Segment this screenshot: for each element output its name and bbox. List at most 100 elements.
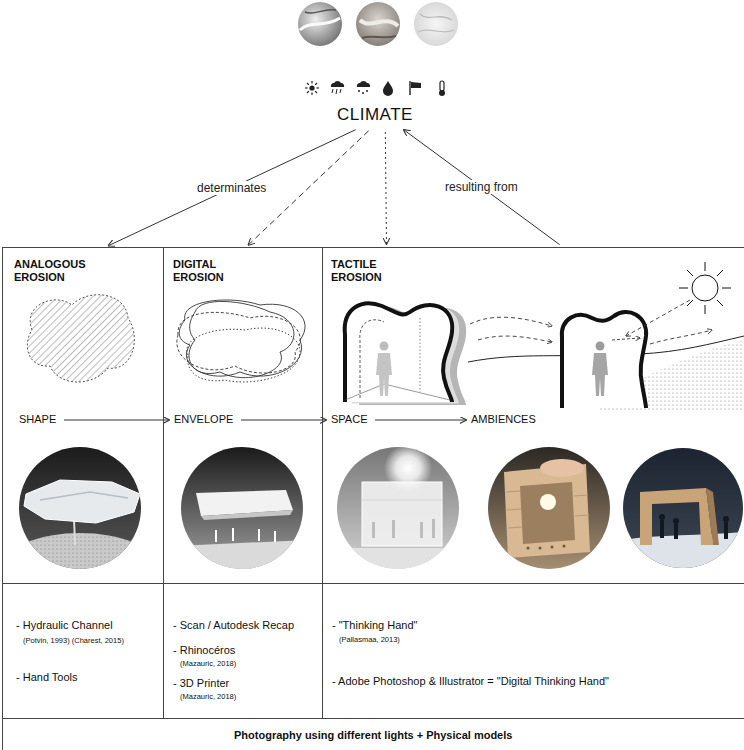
tool-item: - Adobe Photoshop & Illustrator = "Digit… [332, 675, 609, 688]
tool-item: - Rhinocéros [173, 644, 235, 657]
model-photo-part-part-part [551, 546, 554, 549]
tactile-space-part [420, 318, 421, 392]
tool-item: - Hydraulic Channel [16, 619, 113, 632]
ambience-scene-part [692, 275, 718, 301]
model-photo-part-part [201, 510, 293, 520]
ambience-scene-part-part [717, 270, 723, 276]
model-photo-part-part [506, 491, 589, 528]
ambience-scene-part-part [717, 300, 723, 306]
weather-icons-part-part [340, 89, 341, 93]
model-photo-part-part-part [506, 491, 520, 492]
tool-item: - Scan / Autodesk Recap [173, 619, 294, 632]
model-photo-part-part [372, 519, 435, 538]
reference: (Pallasmaa, 2013) [339, 635, 400, 644]
model-photo-part-part-part [392, 520, 395, 538]
weather-icons [305, 81, 445, 96]
ambience-scene [468, 262, 744, 410]
digital-envelope-part [189, 301, 294, 377]
ambience-scene-part [596, 342, 605, 351]
connector-arrow [64, 420, 169, 421]
climate-photo-part-part [360, 20, 398, 26]
digital-envelope-part [177, 312, 300, 373]
connector-arrow [108, 130, 355, 246]
model-photo-part-part [24, 480, 140, 523]
model-photo-part-part [640, 488, 713, 545]
climate-photo-part [356, 2, 400, 46]
digital-envelope-part [187, 328, 300, 382]
weather-icons-part [332, 89, 341, 94]
analogous-shape-part [27, 295, 134, 382]
model-photo-part-part-part [539, 547, 542, 550]
model-photo-part-part [5, 533, 155, 597]
stage-label-text: SPACE [331, 413, 367, 426]
weather-icons-part [411, 82, 421, 88]
model-photo-part-part [659, 514, 729, 539]
erosion-column: ANALOGOUS EROSIONSHAPE [2, 247, 164, 584]
ambience-scene-part [650, 330, 712, 344]
climate-photo-part-part [420, 14, 452, 20]
model-photo-part-part-part [674, 524, 678, 539]
model-photo-part-part [176, 540, 310, 570]
model-photo-part [5, 447, 155, 597]
column-heading: TACTILE EROSION [331, 258, 415, 284]
reference: (Mazauric, 2018) [180, 692, 236, 701]
model-photo-part-part-part [575, 515, 589, 516]
climate-photo-part-part [362, 36, 396, 38]
weather-icons-part [309, 85, 314, 90]
ambience-scene-part-part [705, 305, 706, 314]
model-photo-part-part [40, 492, 128, 500]
climate-label-text: CLIMATE [337, 105, 413, 125]
ambience-scene-part-part [687, 300, 693, 306]
ambience-scene-part-part [687, 270, 693, 276]
model-photo-part-part [520, 482, 575, 544]
weather-icons-part-part [336, 89, 337, 94]
model-photo-part-part-part [420, 522, 423, 538]
model-photo-part-part-part [659, 514, 665, 520]
weather-icons-part-part [362, 92, 364, 94]
tool-item: - Hand Tools [16, 671, 78, 684]
edge-label: resulting from [443, 180, 520, 194]
weather-icons-part-part [311, 93, 312, 96]
ambience-scene-part-part [705, 262, 706, 271]
climate-photo-part-part [300, 18, 340, 30]
ambience-scene-part [470, 317, 552, 326]
weather-icons-part [357, 81, 370, 87]
model-photo-part [488, 447, 610, 569]
tactile-space [345, 303, 467, 405]
weather-icons-part [358, 90, 368, 94]
model-photo-part-part [706, 488, 719, 545]
model-photo-part-part [540, 459, 584, 477]
weather-icons-part [305, 81, 319, 95]
column-heading: ANALOGOUS EROSION [14, 258, 98, 284]
model-photo [5, 444, 743, 597]
model-photo-part-part-part [574, 495, 588, 496]
model-photo-part-part [5, 533, 155, 597]
tools-cell: - Hydraulic Channel (Potvin, 1993) (Chare… [2, 583, 164, 719]
climate-photo-part-part [414, 2, 458, 46]
ambience-scene-part [626, 300, 690, 336]
method-text: Photography using different lights + Phy… [234, 729, 512, 742]
model-photo-part-part [527, 545, 566, 550]
weather-icons-part-part [315, 91, 317, 93]
weather-icons-part-part [358, 90, 360, 92]
weather-icons-part-part [307, 83, 309, 85]
erosion-column: DIGITAL EROSIONENVELOPE [163, 247, 323, 584]
model-photo-part-part [540, 494, 556, 510]
climate-photo-part-part [418, 30, 454, 32]
model-photo-part-part-part [508, 527, 522, 528]
weather-icons-part-part [317, 87, 320, 88]
ambience-scene-part [679, 262, 731, 314]
connector-arrow [375, 420, 466, 421]
reference: (Potvin, 1993) (Charest, 2015) [23, 636, 124, 645]
model-photo-part-part-part [527, 547, 530, 550]
model-photo-part-part [74, 518, 75, 545]
climate-photo-part [298, 2, 342, 46]
model-photo-part [623, 448, 743, 568]
weather-icons-part-part [332, 89, 333, 93]
model-photo-part-part [504, 464, 590, 558]
climate-photo-part-part [298, 2, 342, 46]
weather-icons-part [409, 81, 410, 95]
model-photo-part-part-part [372, 522, 375, 538]
climate-photo-part [414, 2, 458, 46]
